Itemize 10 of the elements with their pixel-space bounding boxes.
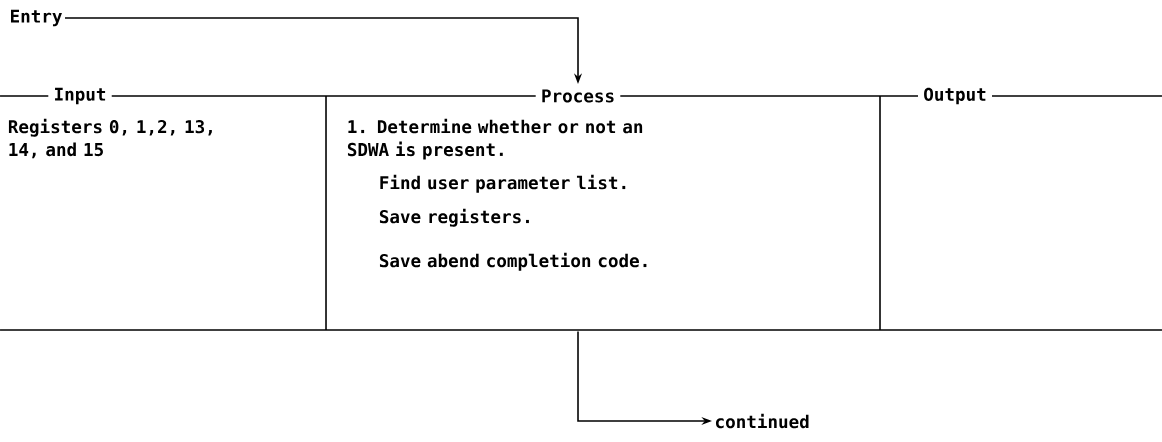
label-text: continued — [716, 413, 809, 429]
column-heading: Process — [535, 84, 621, 108]
column-heading: Input — [48, 82, 112, 110]
label-text: Entry — [11, 9, 62, 27]
column-heading: Output — [918, 82, 992, 110]
step-text: Save abend completion code. — [379, 252, 647, 271]
step-text: Registers 0, 1,2, 13, 14, and 15 — [8, 118, 212, 159]
step-text: 1. Determine whether or not an SDWA is present. — [347, 118, 643, 160]
step-text: Find user parameter list. — [380, 174, 626, 193]
step-text: Save registers. — [379, 208, 529, 227]
